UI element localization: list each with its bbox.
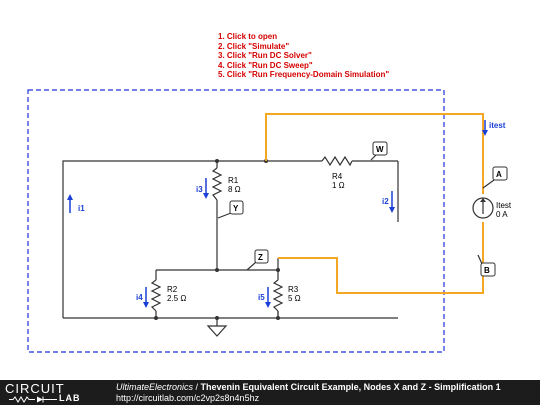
current-label-i1: i1 [78,204,85,213]
current-label-i2: i2 [382,197,389,206]
current-label-i4: i4 [136,293,143,302]
footer-circuit-title[interactable]: Thevenin Equivalent Circuit Example, Nod… [200,382,501,392]
instruction-step-1[interactable]: 1. Click to open [218,32,278,41]
itest-name: Itest [496,201,512,210]
resistor-r4[interactable] [321,155,353,167]
footer-url[interactable]: http://circuitlab.com/c2vp2s8n4n5hz [116,393,260,403]
r4-value: 1 Ω [332,181,345,190]
current-label-i5: i5 [258,293,265,302]
current-label-itest: itest [489,121,506,130]
current-arrows [67,120,488,308]
instruction-step-4: 4. Click "Run DC Sweep" [218,60,313,70]
instructions-list: 1. Click to open 2. Click "Simulate" 3. … [218,32,389,80]
circuit-wires [62,160,399,326]
r2-value: 2.5 Ω [167,294,186,303]
node-tag-b[interactable]: B [477,254,496,277]
node-tag-a[interactable]: A [482,166,508,189]
resistor-r2[interactable] [150,279,162,312]
circuit-schematic[interactable]: R1 8 Ω R2 2.5 Ω R3 5 Ω R4 1 Ω Itest 0 A … [0,0,540,380]
r1-value: 8 Ω [228,185,241,194]
instruction-step-2: 2. Click "Simulate" [218,41,290,51]
logo-circuit-icon [9,396,57,403]
r2-name: R2 [167,285,178,294]
instruction-step-5: 5. Click "Run Frequency-Domain Simulatio… [218,70,390,80]
current-label-i3: i3 [196,185,203,194]
svg-text:Y: Y [233,204,239,213]
resistor-r1[interactable] [211,167,223,201]
instruction-step-3: 3. Click "Run DC Solver" [218,51,312,61]
footer-author[interactable]: UltimateElectronics [116,382,194,392]
r3-value: 5 Ω [288,294,301,303]
footer-separator: / [193,382,201,392]
svg-text:B: B [484,266,490,275]
current-source-itest[interactable] [472,197,494,219]
r1-name: R1 [228,176,239,185]
subcircuit-boundary [27,89,445,353]
itest-value: 0 A [496,210,508,219]
node-tag-w[interactable]: W [370,141,388,161]
r4-name: R4 [332,172,343,181]
ground-symbol[interactable] [206,325,228,337]
node-tag-z[interactable]: Z [246,249,269,271]
footer-bar: CIRCUIT LAB UltimateElectronics / Theven… [0,380,540,405]
svg-text:Z: Z [258,253,263,262]
test-source-wires [265,113,484,294]
r3-name: R3 [288,285,299,294]
circuitlab-logo[interactable]: CIRCUIT LAB [5,382,105,403]
logo-text-circuit: CIRCUIT [5,381,65,396]
svg-text:W: W [376,145,384,154]
logo-text-lab: LAB [59,393,81,403]
resistor-r3[interactable] [272,279,284,312]
svg-text:A: A [496,170,502,179]
node-tag-y[interactable]: Y [217,200,244,219]
footer-title: UltimateElectronics / Thevenin Equivalen… [116,382,501,393]
